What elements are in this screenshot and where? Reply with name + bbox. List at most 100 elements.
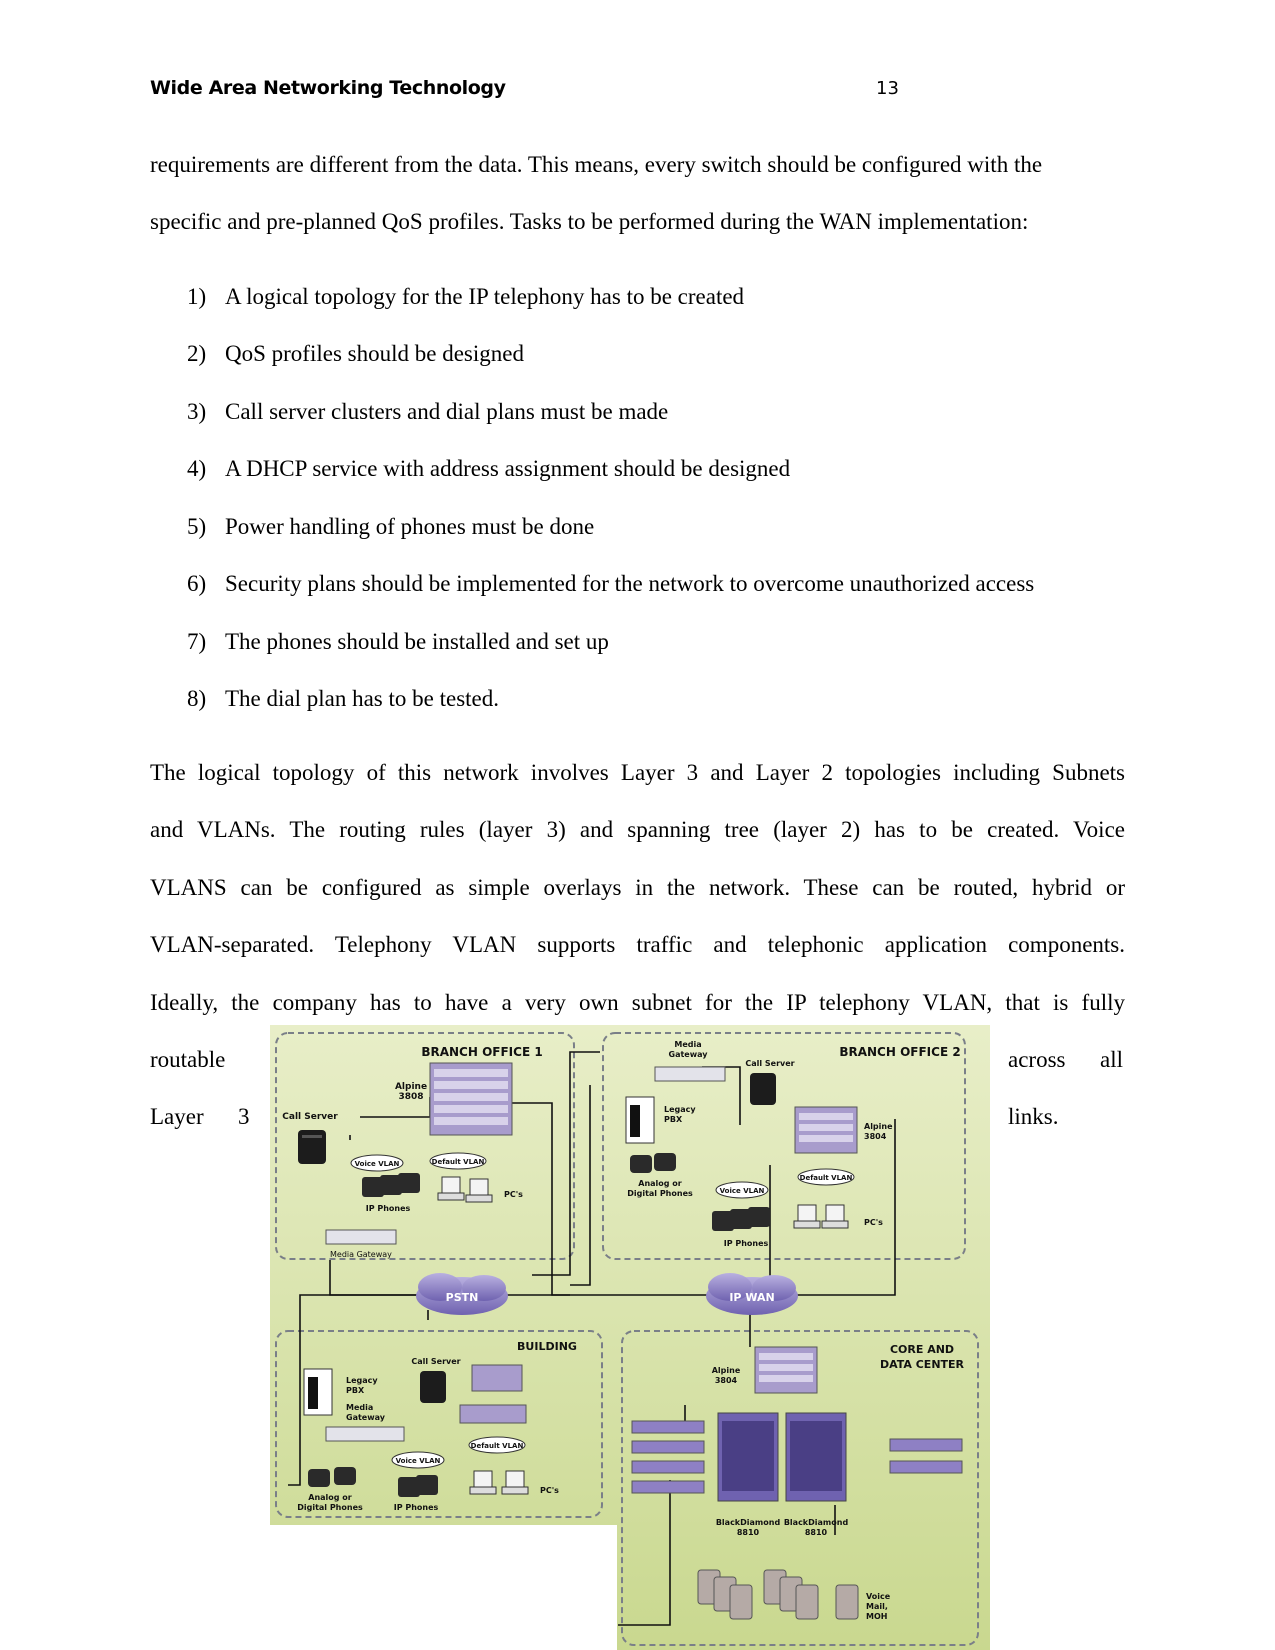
default-vlan-badge: Default VLAN — [429, 1152, 487, 1170]
call-server-label: Call Server — [745, 1059, 794, 1068]
list-text: Security plans should be implemented for… — [225, 571, 1035, 596]
body-word: links. — [1008, 1104, 1059, 1129]
switch-icon — [471, 1364, 523, 1392]
list-number: 7) — [187, 629, 207, 654]
list-item: 8) The dial plan has to be tested. — [187, 685, 499, 713]
building-label: BUILDING — [517, 1340, 577, 1353]
legacy-label: Legacy — [346, 1376, 378, 1385]
list-item: 6) Security plans should be implemented f… — [187, 570, 1034, 598]
list-text: QoS profiles should be designed — [225, 341, 524, 366]
list-item: 4)A DHCP service with address assignment… — [187, 455, 790, 483]
alpine-3804-switch-icon — [754, 1346, 818, 1394]
alpine-3804-model: 3804 — [715, 1376, 738, 1385]
digital-phones-label: Digital Phones — [627, 1189, 693, 1198]
list-item: 1) A logical topology for the IP telephon… — [187, 283, 744, 311]
ip-phones-label: IP Phones — [394, 1503, 439, 1512]
alpine-3804-label: Alpine — [712, 1366, 741, 1375]
core-label: CORE AND — [890, 1343, 954, 1356]
list-number: 6) — [187, 571, 207, 596]
analog-phone-icon — [308, 1467, 356, 1487]
call-server-label: Call Server — [411, 1357, 460, 1366]
voice-mail-label-2: Mail, — [866, 1602, 888, 1611]
pbx-label: PBX — [664, 1115, 683, 1124]
blackdiamond-model: 8810 — [737, 1528, 760, 1537]
alpine-3804-label: Alpine — [864, 1122, 893, 1131]
body-word: all — [1100, 1047, 1123, 1072]
default-vlan-badge: Default VLAN — [797, 1168, 855, 1186]
branch-office-2-region — [602, 1032, 966, 1260]
list-number: 5) — [187, 514, 207, 539]
alpine-3804-model: 3804 — [864, 1132, 887, 1141]
list-item: 5) Power handling of phones must be done — [187, 513, 594, 541]
list-text: Call server clusters and dial plans must… — [225, 399, 669, 424]
network-topology-diagram: PSTN IP WAN BRANCH OFFICE 1 Alpine 3808 … — [270, 1025, 990, 1650]
pc-icon — [469, 1470, 529, 1495]
ip-phones-label: IP Phones — [724, 1239, 769, 1248]
call-server-label: Call Server — [282, 1112, 338, 1122]
body-word: Layer — [150, 1104, 204, 1129]
svg-text:Voice VLAN: Voice VLAN — [720, 1187, 765, 1195]
switch-icon — [459, 1404, 527, 1424]
call-server-icon — [298, 1130, 326, 1164]
media-label: Media — [346, 1403, 373, 1412]
body-line: VLANS can be configured as simple overla… — [150, 875, 1125, 900]
pc-icon — [793, 1204, 849, 1229]
list-item: 2) QoS profiles should be designed — [187, 340, 524, 368]
list-text: Power handling of phones must be done — [225, 514, 595, 539]
alpine-3808-model: 3808 — [398, 1092, 423, 1102]
ip-phone-icon — [712, 1207, 770, 1231]
blackdiamond-label: BlackDiamond — [716, 1518, 781, 1527]
gateway-label: Gateway — [669, 1050, 709, 1059]
server-cluster-icon — [697, 1569, 859, 1620]
analog-label: Analog or — [308, 1493, 352, 1502]
voice-vlan-badge: Voice VLAN — [350, 1154, 404, 1172]
list-number: 8) — [187, 686, 207, 711]
ip-phone-icon — [398, 1475, 438, 1497]
list-item: 3)Call server clusters and dial plans mu… — [187, 398, 668, 426]
voice-mail-label: Voice — [866, 1592, 891, 1601]
ip-wan-label: IP WAN — [729, 1291, 774, 1304]
body-word: across — [1008, 1047, 1066, 1072]
body-line: requirements are different from the data… — [150, 152, 1043, 177]
list-text: The dial plan has to be tested. — [225, 686, 500, 711]
blackdiamond-label: BlackDiamond — [784, 1518, 849, 1527]
list-text: The phones should be installed and set u… — [225, 629, 609, 654]
pstn-cloud: PSTN — [416, 1273, 508, 1315]
body-line: The logical topology of this network inv… — [150, 760, 1125, 785]
list-number: 2) — [187, 341, 207, 366]
digital-phones-label: Digital Phones — [297, 1503, 363, 1512]
list-number: 1) — [187, 284, 207, 309]
branch-office-1-label: BRANCH OFFICE 1 — [421, 1045, 542, 1059]
ip-phone-icon — [362, 1173, 420, 1197]
analog-label: Analog or — [638, 1179, 682, 1188]
list-text: A logical topology for the IP telephony … — [225, 284, 745, 309]
pcs-label: PC's — [540, 1486, 559, 1495]
blackdiamond-model: 8810 — [805, 1528, 828, 1537]
default-vlan-badge: Default VLAN — [468, 1436, 526, 1454]
ip-wan-cloud: IP WAN — [706, 1273, 798, 1315]
connection-lines — [288, 1051, 896, 1626]
list-text: A DHCP service with address assignment s… — [225, 456, 791, 481]
media-gateway-icon — [654, 1066, 726, 1082]
call-server-icon — [420, 1371, 446, 1403]
body-line: Ideally, the company has to have a very … — [150, 990, 1125, 1015]
legacy-pbx-icon — [303, 1368, 333, 1416]
svg-text:Default VLAN: Default VLAN — [432, 1158, 485, 1166]
legacy-pbx-icon — [625, 1096, 655, 1144]
media-label: Media — [674, 1040, 701, 1049]
pc-icon — [437, 1176, 493, 1203]
data-center-label: DATA CENTER — [880, 1358, 965, 1371]
media-gateway-label: Media Gateway — [330, 1250, 392, 1259]
body-word: 3 — [238, 1104, 250, 1129]
svg-text:Voice VLAN: Voice VLAN — [355, 1160, 400, 1168]
svg-text:Default VLAN: Default VLAN — [471, 1442, 524, 1450]
branch-office-1-region — [275, 1032, 575, 1260]
alpine-3808-label: Alpine — [395, 1082, 427, 1092]
pcs-label: PC's — [504, 1190, 523, 1199]
branch-office-2-label: BRANCH OFFICE 2 — [839, 1045, 960, 1059]
media-gateway-icon — [325, 1426, 405, 1442]
svg-text:Default VLAN: Default VLAN — [800, 1174, 853, 1182]
ip-phones-label: IP Phones — [366, 1204, 411, 1213]
blackdiamond-chassis-icon — [717, 1412, 847, 1502]
pcs-label: PC's — [864, 1218, 883, 1227]
